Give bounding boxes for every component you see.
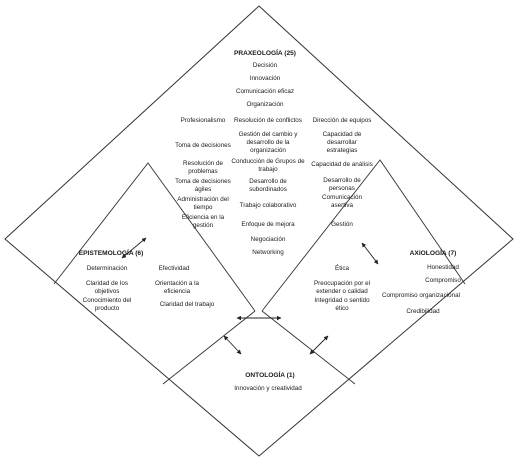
- axiology-left-item: ético: [335, 305, 349, 312]
- praxeology-left-item: Administración del: [177, 196, 228, 203]
- praxeology-right-item: Gestión: [331, 221, 353, 228]
- praxeology-left-item: problemas: [188, 168, 217, 175]
- praxeology-mid-item: organización: [250, 147, 286, 154]
- praxeology-left-item: Resolución de: [183, 160, 223, 167]
- epistemology-left-item: Determinación: [87, 265, 128, 272]
- praxeology-right-item: estrategias: [327, 147, 358, 154]
- ontology-item: Innovación y creatividad: [234, 385, 302, 392]
- ontology-section: ONTOLOGÍA (1) Innovación y creatividad: [234, 370, 302, 392]
- praxeology-right-item: Capacidad de: [323, 131, 362, 138]
- praxeology-mid-item: Gestión del cambio y: [239, 131, 299, 138]
- praxeology-top-item: Organización: [246, 101, 284, 108]
- praxeology-title: PRAXEOLOGÍA (25): [234, 48, 296, 57]
- arrow-praxeology-axiology: [361, 242, 379, 265]
- praxeology-mid-item: desarrollo de la: [246, 139, 290, 146]
- praxeology-mid-item: Trabajo colaborativo: [240, 202, 297, 209]
- praxeology-left-item: Eficiencia en la: [182, 214, 225, 221]
- praxeology-section: PRAXEOLOGÍA (25) Decisión Innovación Com…: [175, 48, 373, 256]
- inner-divider-bottom-left: [162, 310, 256, 385]
- epistemology-left-item: producto: [95, 305, 120, 312]
- praxeology-mid-item: subordinados: [249, 186, 287, 193]
- axiology-section: AXIOLOGÍA (7) Ética Preocupación por el …: [314, 248, 461, 315]
- arrow-axiology-ontology: [309, 335, 329, 355]
- praxeology-left-item: tiempo: [194, 204, 213, 211]
- praxeology-right-item: personas: [329, 185, 355, 192]
- praxeology-left-item: Profesionalismo: [181, 117, 226, 124]
- axiology-right-item: Credibilidad: [406, 308, 440, 315]
- arrow-praxeology-epistemology: [121, 237, 147, 259]
- axiology-right-item: Compromiso: [425, 277, 461, 284]
- axiology-left-item: Integridad o sentido: [314, 297, 370, 304]
- praxeology-right-item: desarrollar: [327, 139, 357, 146]
- epistemology-right-item: eficiencia: [164, 288, 191, 295]
- axiology-right-item: Honestidad: [427, 264, 459, 271]
- axiology-left-item: Ética: [335, 263, 349, 272]
- praxeology-mid-item: Enfoque de mejora: [241, 221, 295, 228]
- praxeology-mid-item: Negociación: [251, 236, 286, 243]
- praxeology-mid-item: Conducción de Grupos de: [231, 158, 305, 165]
- praxeology-mid-item: Desarrollo de: [249, 178, 287, 185]
- praxeology-right-item: Dirección de equipos: [313, 117, 372, 124]
- epistemology-right-item: Efectividad: [159, 265, 190, 272]
- arrow-epistemology-ontology: [223, 335, 242, 355]
- inner-divider-right: [261, 159, 466, 312]
- praxeology-right-item: asertiva: [331, 202, 354, 209]
- epistemology-right-item: Orientación a la: [155, 280, 200, 287]
- praxeology-mid-item: Networking: [252, 249, 284, 256]
- praxeology-top-item: Decisión: [253, 62, 278, 69]
- praxeology-right-item: Capacidad de análisis: [311, 161, 373, 168]
- praxeology-right-item: Comunicación: [322, 194, 362, 201]
- inner-divider-bottom-right: [261, 310, 356, 385]
- axiology-left-item: Preocupación por el: [314, 280, 370, 287]
- inner-divider-left: [53, 162, 256, 312]
- ontology-title: ONTOLOGÍA (1): [245, 370, 294, 379]
- praxeology-left-item: Toma de decisiones: [175, 178, 231, 185]
- praxeology-left-item: ágiles: [195, 186, 211, 193]
- epistemology-section: EPISTEMOLOGÍA (6) Determinación Claridad…: [79, 248, 215, 312]
- epistemology-left-item: objetivos: [95, 288, 120, 295]
- praxeology-top-item: Innovación: [250, 75, 281, 82]
- praxeology-mid-item: trabajo: [258, 166, 278, 173]
- epistemology-left-item: Conocimiento del: [83, 297, 132, 304]
- praxeology-left-item: gestión: [193, 222, 214, 229]
- epistemology-left-item: Claridad de los: [86, 280, 128, 287]
- epistemology-right-item: Claridad del trabajo: [160, 301, 215, 308]
- axiology-right-item: Compromiso organizacional: [382, 292, 460, 299]
- praxeology-mid-item: Resolución de conflictos: [234, 117, 302, 124]
- praxeology-top-item: Comunicación eficaz: [236, 88, 294, 95]
- axiology-title: AXIOLOGÍA (7): [410, 248, 457, 257]
- axiology-left-item: extender o calidad: [316, 288, 368, 295]
- epistemology-title: EPISTEMOLOGÍA (6): [79, 248, 144, 257]
- outer-diamond: [4, 5, 514, 457]
- praxeology-right-item: Desarrollo de: [323, 177, 361, 184]
- praxeology-left-item: Toma de decisiones: [175, 142, 231, 149]
